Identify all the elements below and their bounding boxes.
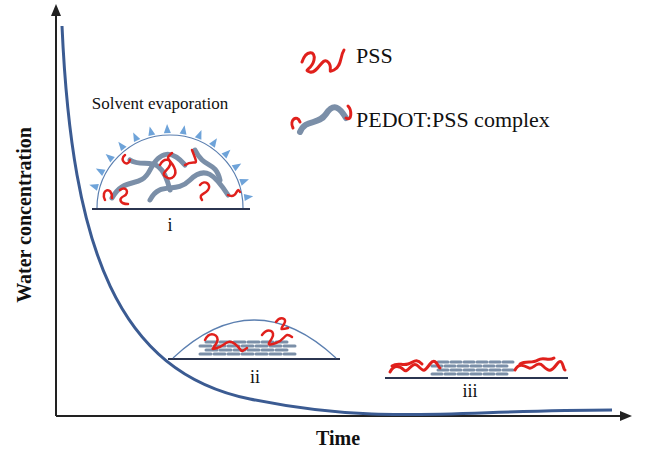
axis-arrowhead bbox=[51, 4, 61, 16]
axis-title: Water concentration bbox=[13, 127, 35, 303]
y-axis bbox=[55, 14, 57, 416]
legend-text: PSS bbox=[356, 44, 393, 68]
decay-curve bbox=[62, 26, 612, 415]
complex-sample bbox=[292, 106, 351, 132]
droplet-ii bbox=[168, 318, 340, 359]
legend-text: PEDOT:PSS complex bbox=[356, 108, 550, 132]
stage-label: iii bbox=[462, 382, 477, 402]
film-iii bbox=[385, 358, 568, 378]
droplet-i bbox=[89, 124, 253, 209]
stage-label: i bbox=[167, 216, 172, 236]
axis-arrowhead bbox=[620, 411, 632, 421]
stage-label: ii bbox=[250, 368, 260, 388]
stage-label: Solvent evaporation bbox=[92, 95, 228, 114]
pss-sample bbox=[302, 50, 344, 72]
axis-title: Time bbox=[316, 427, 360, 449]
x-axis bbox=[56, 415, 622, 417]
